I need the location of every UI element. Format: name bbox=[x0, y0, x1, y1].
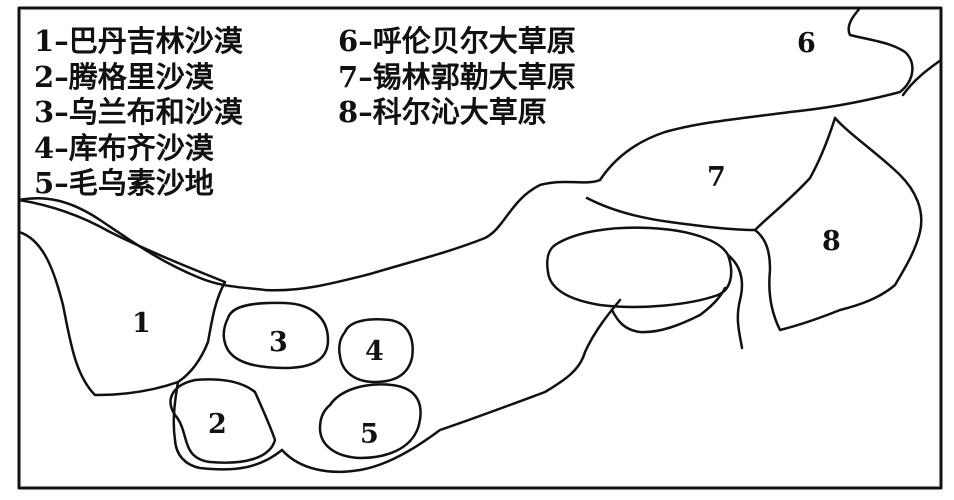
legend-name: 乌兰布和沙漠 bbox=[68, 95, 243, 129]
legend-num: 6 bbox=[338, 24, 359, 58]
legend-item-8: 8–科尔沁大草原 bbox=[338, 95, 576, 131]
legend-item-5: 5–毛乌素沙地 bbox=[34, 166, 243, 202]
legend-name: 巴丹吉林沙漠 bbox=[68, 24, 243, 58]
legend-item-4: 4–库布齐沙漠 bbox=[34, 131, 243, 167]
legend-item-3: 3–乌兰布和沙漠 bbox=[34, 95, 243, 131]
region-3-boundary bbox=[222, 301, 330, 370]
legend-dash: – bbox=[54, 166, 69, 200]
legend-dash: – bbox=[54, 95, 69, 129]
legend-num: 5 bbox=[34, 166, 55, 200]
legend-deserts: 1–巴丹吉林沙漠 2–腾格里沙漠 3–乌兰布和沙漠 4–库布齐沙漠 5–毛乌素沙… bbox=[34, 24, 243, 202]
region-label-7: 7 bbox=[707, 162, 726, 193]
legend-num: 4 bbox=[34, 130, 55, 165]
region-8-boundary bbox=[753, 116, 923, 332]
region-label-8: 8 bbox=[822, 226, 841, 257]
legend-num: 7 bbox=[338, 59, 359, 94]
legend-name: 呼伦贝尔大草原 bbox=[372, 24, 576, 58]
legend-item-2: 2–腾格里沙漠 bbox=[34, 60, 243, 96]
legend-grasslands: 6–呼伦贝尔大草原 7–锡林郭勒大草原 8–科尔沁大草原 bbox=[338, 24, 576, 131]
region-label-5: 5 bbox=[360, 419, 379, 450]
region-label-4: 4 bbox=[365, 336, 384, 367]
region-label-1: 1 bbox=[132, 308, 151, 339]
legend-dash: – bbox=[358, 59, 373, 94]
legend-num: 3 bbox=[34, 95, 55, 129]
legend-name: 腾格里沙漠 bbox=[68, 59, 214, 94]
legend-dash: – bbox=[54, 130, 69, 165]
legend-dash: – bbox=[54, 24, 69, 58]
legend-name: 科尔沁大草原 bbox=[372, 95, 547, 129]
region-4-boundary bbox=[337, 318, 414, 384]
legend-dash: – bbox=[358, 24, 373, 58]
legend-name: 毛乌素沙地 bbox=[68, 166, 214, 200]
legend-num: 2 bbox=[34, 59, 55, 94]
province-boundary bbox=[17, 6, 943, 292]
legend-item-7: 7–锡林郭勒大草原 bbox=[338, 60, 576, 96]
lower-lobe-boundary bbox=[610, 286, 727, 334]
region-5-boundary bbox=[318, 383, 422, 460]
legend-item-6: 6–呼伦贝尔大草原 bbox=[338, 24, 576, 60]
map-border bbox=[17, 6, 943, 490]
southern-boundary bbox=[172, 298, 622, 474]
region-label-2: 2 bbox=[208, 409, 227, 440]
legend-name: 锡林郭勒大草原 bbox=[372, 59, 576, 94]
legend-dash: – bbox=[54, 59, 69, 94]
legend-num: 1 bbox=[34, 24, 55, 58]
region-inner-basin bbox=[546, 226, 733, 309]
region-label-6: 6 bbox=[797, 28, 816, 59]
legend-name: 库布齐沙漠 bbox=[68, 130, 214, 165]
legend-num: 8 bbox=[338, 95, 359, 129]
legend-item-1: 1–巴丹吉林沙漠 bbox=[34, 24, 243, 60]
region-1-boundary bbox=[17, 198, 227, 397]
region-label-3: 3 bbox=[269, 327, 288, 358]
legend-dash: – bbox=[358, 95, 373, 129]
region-7-8-south-boundary bbox=[726, 253, 744, 350]
